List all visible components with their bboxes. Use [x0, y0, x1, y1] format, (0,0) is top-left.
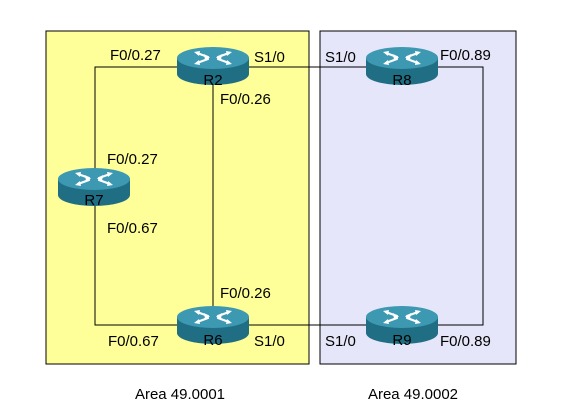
if-r8-f0-89: F0/0.89	[440, 47, 491, 64]
if-r6-f0-26: F0/0.26	[220, 285, 271, 302]
router-r9[interactable]: R9	[364, 304, 440, 349]
router-r8[interactable]: R8	[364, 45, 440, 89]
router-r7[interactable]: R7	[56, 166, 132, 209]
if-r6-s1-0: S1/0	[254, 333, 285, 350]
if-r2-f0-26: F0/0.26	[220, 91, 271, 108]
if-r7-f0-67: F0/0.67	[107, 220, 158, 237]
if-r8-s1-0: S1/0	[325, 49, 356, 66]
router-r2[interactable]: R2	[175, 45, 251, 89]
router-label: R7	[84, 192, 103, 209]
router-label: R2	[203, 72, 222, 89]
link-r7-r2	[94, 66, 180, 185]
router-r6[interactable]: R6	[175, 304, 251, 349]
link-r7-r6	[94, 205, 180, 326]
router-label: R6	[203, 332, 222, 349]
link-r8-r9	[436, 66, 484, 326]
if-r7-f0-27: F0/0.27	[107, 151, 158, 168]
if-r9-s1-0: S1/0	[325, 333, 356, 350]
area-label-49-0001: Area 49.0001	[135, 386, 225, 403]
if-r2-f0-27: F0/0.27	[110, 47, 161, 64]
area-label-49-0002: Area 49.0002	[368, 386, 458, 403]
router-label: R9	[392, 332, 411, 349]
links	[94, 66, 484, 326]
if-r6-f0-67: F0/0.67	[108, 333, 159, 350]
if-r2-s1-0: S1/0	[254, 49, 285, 66]
if-r9-f0-89: F0/0.89	[440, 333, 491, 350]
router-label: R8	[392, 72, 411, 89]
